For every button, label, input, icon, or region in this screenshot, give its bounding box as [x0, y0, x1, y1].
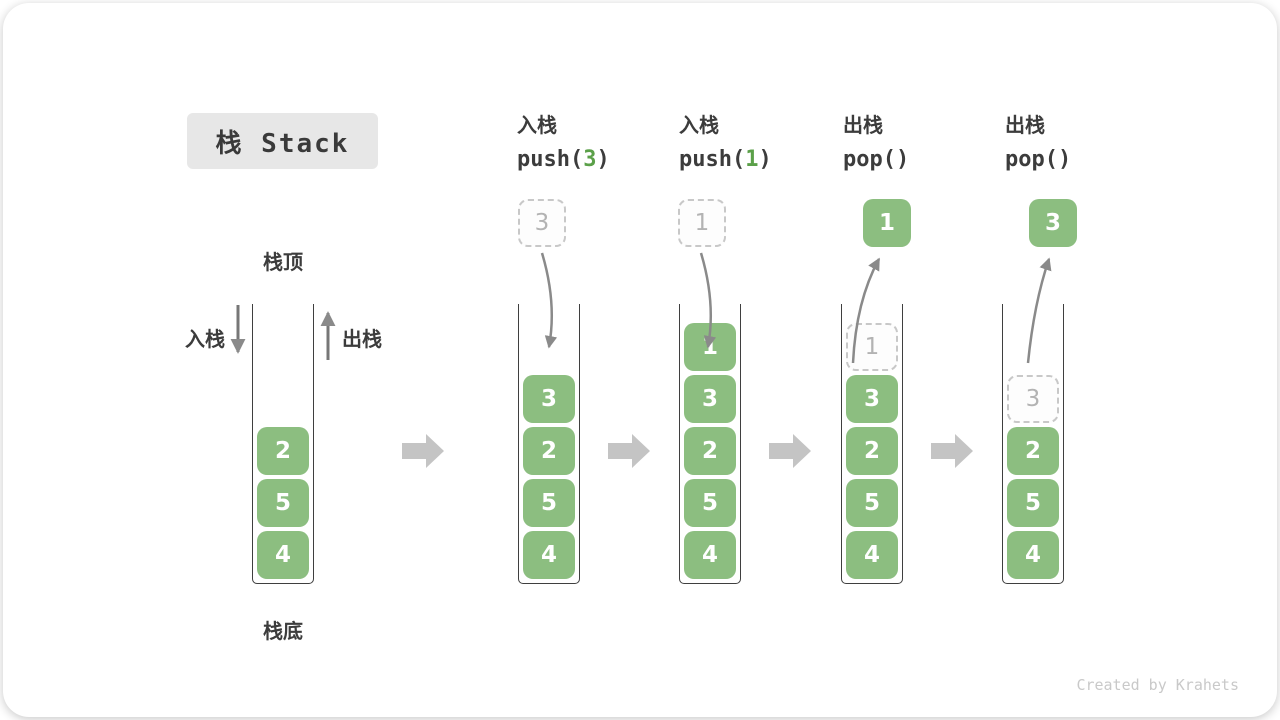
floating-popped-box: 1	[863, 199, 911, 247]
op-code-label: push(1)	[679, 147, 772, 172]
op-header-pop-2: 出栈 pop()	[1005, 109, 1071, 172]
stack-element: 4	[523, 531, 575, 579]
stack-element: 4	[1007, 531, 1059, 579]
stack-element: 4	[684, 531, 736, 579]
floating-ghost-box: 1	[678, 199, 726, 247]
diagram-card: 栈 Stack 栈顶 栈底 入栈 出栈 入栈 push(3) 入栈 push(1…	[3, 3, 1277, 717]
stack-element: 5	[523, 479, 575, 527]
op-kind-label: 入栈	[679, 113, 719, 137]
code-arg: 3	[583, 147, 597, 172]
stack-ghost-element: 3	[1007, 375, 1059, 423]
stack-element: 5	[684, 479, 736, 527]
stack-top-label: 栈顶	[263, 250, 303, 274]
stack-element: 2	[684, 427, 736, 475]
stack-element: 5	[257, 479, 309, 527]
stack-ghost-element: 1	[846, 323, 898, 371]
stack-element: 5	[846, 479, 898, 527]
stack-element: 2	[523, 427, 575, 475]
pop-direction-label: 出栈	[342, 327, 382, 351]
transition-block-arrow-icon	[769, 434, 811, 468]
push-direction-label: 入栈	[185, 327, 225, 351]
stack-element: 2	[257, 427, 309, 475]
code-pre: push(	[679, 147, 746, 172]
code-arg: 1	[745, 147, 759, 172]
transition-block-arrow-icon	[931, 434, 973, 468]
floating-popped-box: 3	[1029, 199, 1077, 247]
stack-element: 4	[846, 531, 898, 579]
stack-element: 3	[846, 375, 898, 423]
stack-element: 5	[1007, 479, 1059, 527]
op-code-label: pop()	[843, 147, 909, 172]
page-title: 栈 Stack	[215, 128, 350, 159]
code-close: )	[758, 147, 772, 172]
op-kind-label: 出栈	[1005, 113, 1045, 137]
title-box: 栈 Stack	[187, 113, 378, 169]
stack-element: 2	[846, 427, 898, 475]
stack-element: 2	[1007, 427, 1059, 475]
stack-element: 4	[257, 531, 309, 579]
arrows-overlay	[230, 252, 1052, 468]
stack-element: 1	[684, 323, 736, 371]
op-code-label: push(3)	[517, 147, 610, 172]
op-header-push-1: 入栈 push(1)	[679, 109, 772, 172]
stack-element: 3	[523, 375, 575, 423]
transition-block-arrow-icon	[402, 434, 444, 468]
code-pre: push(	[517, 147, 584, 172]
stack-bottom-label: 栈底	[263, 619, 303, 643]
op-header-pop-1: 出栈 pop()	[843, 109, 909, 172]
transition-block-arrow-icon	[608, 434, 650, 468]
floating-ghost-box: 3	[518, 199, 566, 247]
op-kind-label: 出栈	[843, 113, 883, 137]
code-pre: pop()	[1005, 147, 1072, 172]
stack-element: 3	[684, 375, 736, 423]
op-kind-label: 入栈	[517, 113, 557, 137]
op-header-push-3: 入栈 push(3)	[517, 109, 610, 172]
op-code-label: pop()	[1005, 147, 1071, 172]
code-pre: pop()	[843, 147, 910, 172]
watermark: Created by Krahets	[1076, 676, 1239, 694]
code-close: )	[596, 147, 610, 172]
